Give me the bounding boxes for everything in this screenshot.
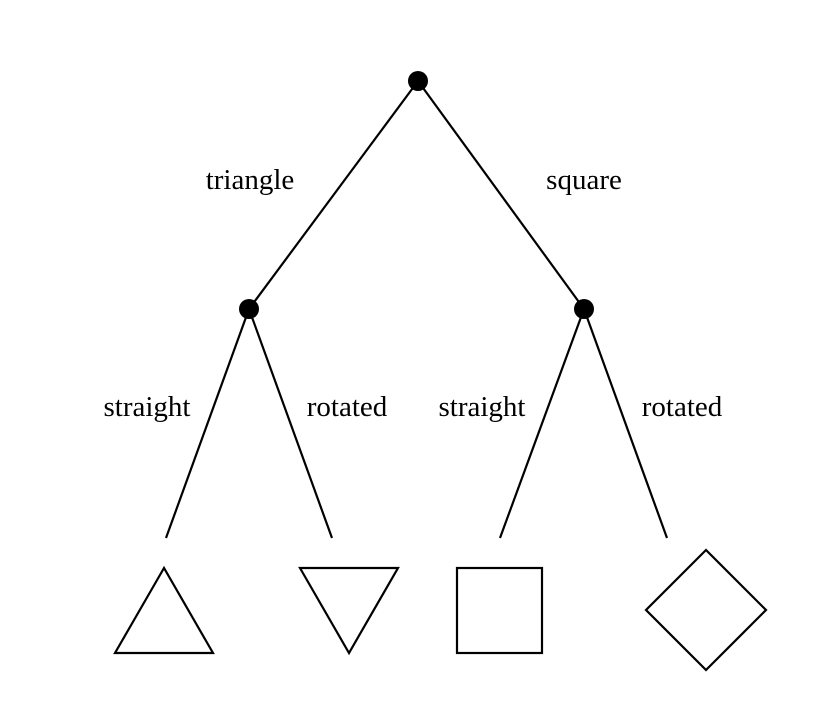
root-node [408,71,428,91]
label-triangle: triangle [206,164,295,196]
edge-root-triangle [248,80,419,310]
edge-root-square [417,80,585,310]
label-square: square [546,164,622,196]
triangle-down-shape [298,566,400,656]
edge-square-rotated [582,308,669,539]
square-shape [455,566,544,655]
edge-square-straight [498,308,586,539]
label-square-rotated: rotated [642,391,723,423]
diamond-shape [644,548,768,672]
label-square-straight: straight [439,391,526,423]
edge-triangle-straight [164,308,251,539]
triangle-node [239,299,259,319]
label-triangle-rotated: rotated [307,391,388,423]
edge-triangle-rotated [247,308,334,539]
triangle-up-shape [113,565,215,655]
square-node [574,299,594,319]
label-triangle-straight: straight [104,391,191,423]
